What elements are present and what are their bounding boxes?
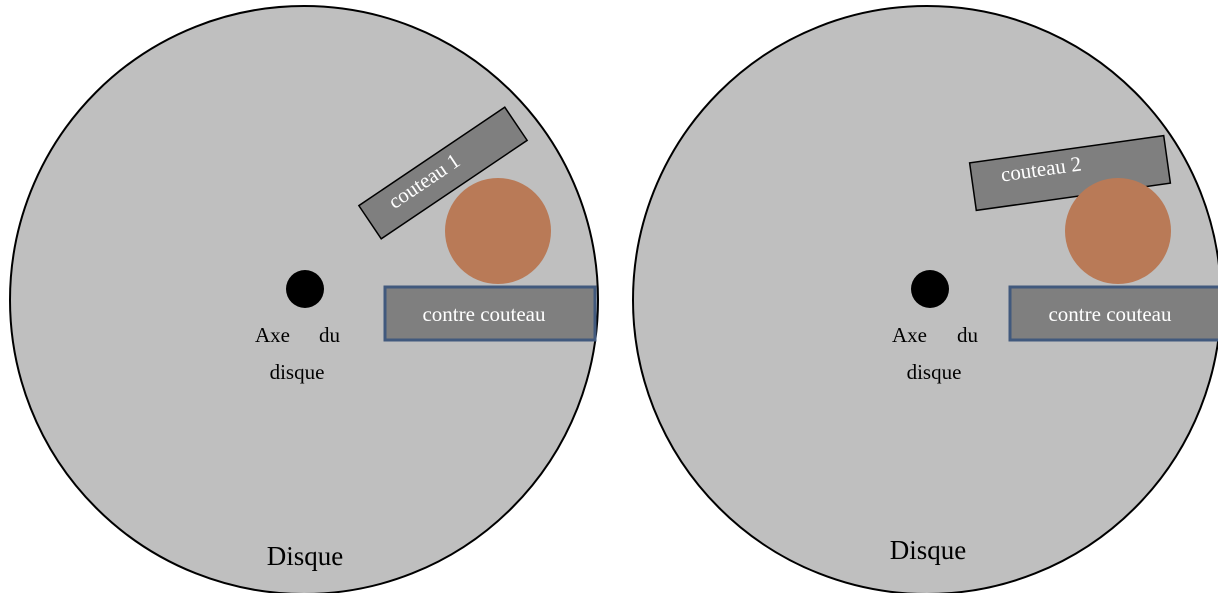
counter-knife-label: contre couteau — [422, 302, 546, 326]
counter-knife — [1008, 285, 1218, 342]
material-ball — [445, 178, 551, 284]
axis-label-word-2: du — [957, 323, 979, 347]
disk-label: Disque — [267, 541, 344, 571]
panel-right: couteau 2 contre couteau Axe du disque D… — [632, 5, 1218, 593]
knife-2-blade — [968, 134, 1172, 212]
axis-label-word-3: disque — [907, 360, 962, 384]
counter-knife-label: contre couteau — [1048, 302, 1172, 326]
axis-label-word-2: du — [319, 323, 341, 347]
counter-knife — [383, 285, 597, 342]
panel-left: couteau 1 contre couteau Axe du disque D… — [9, 5, 599, 593]
knife-1-blade — [357, 106, 529, 240]
disk-label: Disque — [890, 535, 967, 565]
material-ball — [1065, 178, 1171, 284]
disk-axis — [286, 270, 324, 308]
axis-label-word-1: Axe — [892, 323, 927, 347]
disk-axis — [911, 270, 949, 308]
axis-label-word-1: Axe — [255, 323, 290, 347]
axis-label-word-3: disque — [270, 360, 325, 384]
